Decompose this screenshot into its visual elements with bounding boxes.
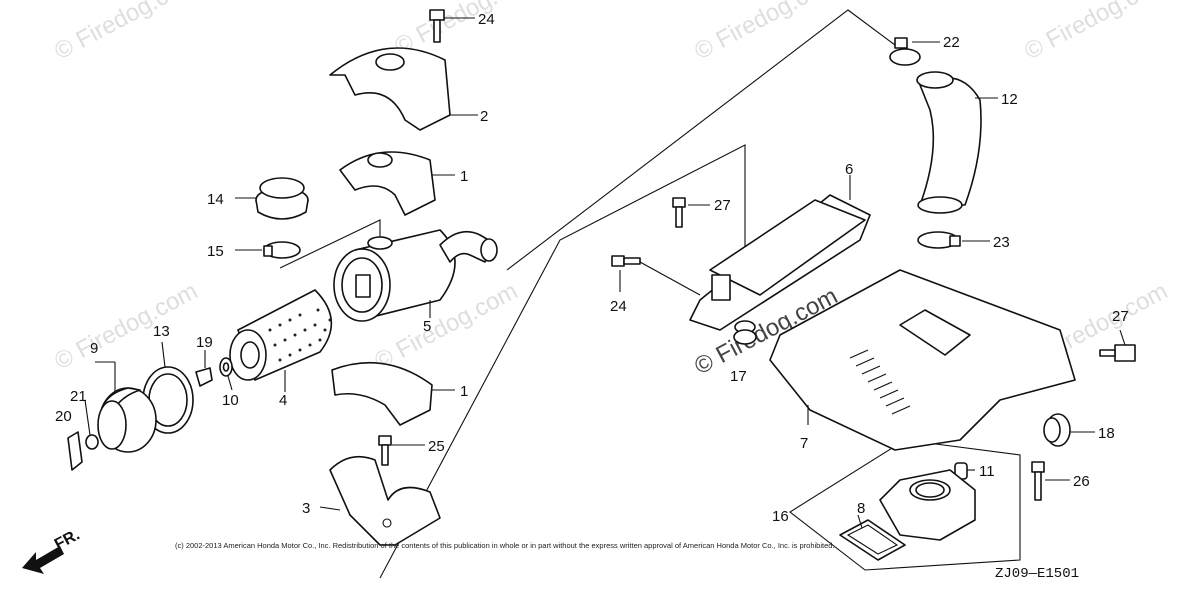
grommet-17 <box>733 320 757 345</box>
wing-nut-19 <box>195 350 213 387</box>
foam-pad-upper <box>339 151 455 216</box>
intake-joint <box>879 469 976 541</box>
callout-17: 17 <box>730 368 747 385</box>
air-cleaner-case <box>333 229 498 322</box>
callout-13: 13 <box>153 323 170 340</box>
hose-clamp-23 <box>917 231 990 249</box>
bolt-26 <box>1031 461 1070 501</box>
intake-hose <box>916 71 998 214</box>
clip-20 <box>67 431 83 471</box>
hose-clamp-22 <box>889 37 940 66</box>
bolt-24-top <box>429 9 475 43</box>
callout-27: 27 <box>1112 308 1129 325</box>
callout-1: 1 <box>460 168 468 185</box>
upper-bracket <box>329 47 478 131</box>
callout-1: 1 <box>460 383 468 400</box>
callout-18: 18 <box>1098 425 1115 442</box>
callout-27: 27 <box>714 197 731 214</box>
callout-7: 7 <box>800 435 808 452</box>
callout-24: 24 <box>610 298 627 315</box>
hose-clamp-15 <box>235 241 301 259</box>
callout-21: 21 <box>70 388 87 405</box>
breather-cap <box>235 177 309 220</box>
callout-15: 15 <box>207 243 224 260</box>
watermark: © Firedog.com <box>50 0 202 65</box>
callout-4: 4 <box>279 392 287 409</box>
callout-25: 25 <box>428 438 445 455</box>
bolt-24-side <box>611 255 701 296</box>
filter-element <box>229 289 333 392</box>
callout-5: 5 <box>423 318 431 335</box>
air-cleaner-tray <box>769 269 1076 451</box>
callout-16: 16 <box>772 508 789 525</box>
lower-bracket <box>319 455 441 546</box>
watermark: © Firedog.com <box>50 277 202 375</box>
washer-10 <box>219 357 233 391</box>
callout-26: 26 <box>1073 473 1090 490</box>
callout-12: 12 <box>1001 91 1018 108</box>
copyright-notice: (c) 2002-2013 American Honda Motor Co., … <box>175 541 835 550</box>
callout-24: 24 <box>478 11 495 28</box>
bolt-25 <box>378 435 425 466</box>
callout-10: 10 <box>222 392 239 409</box>
callout-3: 3 <box>302 500 310 517</box>
diagram-code: ZJ09—E1501 <box>995 566 1079 582</box>
callouts: 24 2 1 14 15 5 9 13 19 21 20 10 4 1 25 3… <box>55 11 1129 525</box>
gasket-8 <box>839 514 906 561</box>
nut-21 <box>84 399 99 450</box>
bolt-27-upper <box>672 197 710 228</box>
watermark: © Firedog.com <box>1020 0 1172 65</box>
mount-bracket <box>689 175 871 331</box>
callout-20: 20 <box>55 408 72 425</box>
callout-2: 2 <box>480 108 488 125</box>
callout-6: 6 <box>845 161 853 178</box>
callout-22: 22 <box>943 34 960 51</box>
callout-23: 23 <box>993 234 1010 251</box>
callout-9: 9 <box>90 340 98 357</box>
bolt-27-right <box>1099 329 1136 362</box>
callout-14: 14 <box>207 191 224 208</box>
callout-11: 11 <box>979 463 995 480</box>
grommet-18 <box>1043 413 1095 447</box>
front-direction-arrow: FR. <box>22 526 83 574</box>
foam-pad-lower <box>331 361 455 426</box>
watermark: © Firedog.com <box>690 0 842 65</box>
callout-8: 8 <box>857 500 865 517</box>
air-cleaner-cover <box>97 387 157 453</box>
callout-19: 19 <box>196 334 213 351</box>
